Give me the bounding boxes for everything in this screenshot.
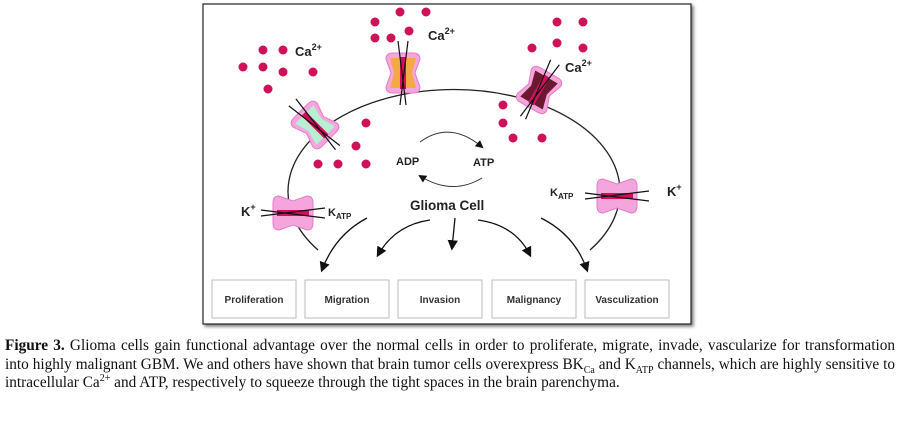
caption-text: channels, which are highly sensitive to … xyxy=(5,355,895,392)
potassium-label-right: K+ xyxy=(667,182,682,199)
bk-channel-dark xyxy=(513,59,565,120)
calcium-label-left: Ca2+ xyxy=(295,42,322,59)
caption-label: Figure 3. xyxy=(5,337,65,354)
calcium-label-right: Ca2+ xyxy=(565,58,592,75)
figure-frame xyxy=(202,3,692,325)
katp-label-right: KATP xyxy=(550,187,574,201)
svg-text:Proliferation: Proliferation xyxy=(225,295,284,306)
katp-channel-left xyxy=(260,195,326,231)
caption-subscript: Ca xyxy=(583,364,595,376)
outcome-proliferation: Proliferation xyxy=(211,279,297,319)
caption-text: Glioma cells gain functional advantage o… xyxy=(5,337,895,373)
svg-text:Malignancy: Malignancy xyxy=(507,295,562,306)
outcome-migration: Migration xyxy=(304,279,390,319)
caption-subscript: ATP xyxy=(635,364,654,376)
outcome-arrows xyxy=(319,217,590,273)
calcium-label-top: Ca2+ xyxy=(428,26,455,43)
svg-text:Invasion: Invasion xyxy=(420,295,461,306)
atp-to-adp-arrow xyxy=(418,174,483,187)
adp-label: ADP xyxy=(396,156,419,168)
katp-channel-right xyxy=(584,178,650,214)
outcome-vasculization: Vasculization xyxy=(584,279,670,319)
figure-caption: Figure 3. Glioma cells gain functional a… xyxy=(5,337,895,393)
outcome-malignancy: Malignancy xyxy=(491,279,577,319)
svg-text:Vasculization: Vasculization xyxy=(595,295,658,306)
svg-text:Migration: Migration xyxy=(325,295,370,306)
atp-label: ATP xyxy=(473,157,494,169)
katp-label-left: KATP xyxy=(328,207,352,221)
potassium-label-left: K+ xyxy=(241,202,256,219)
caption-text: and K xyxy=(594,355,636,373)
bk-channel-green xyxy=(288,98,342,152)
caption-superscript: 2+ xyxy=(99,372,111,384)
bk-channel-orange xyxy=(385,40,421,106)
calcium-ions xyxy=(238,7,588,169)
adp-to-atp-arrow xyxy=(419,131,484,149)
outcome-invasion: Invasion xyxy=(397,279,483,319)
glioma-cell-label: Glioma Cell xyxy=(410,198,484,213)
glioma-diagram: Ca2+ Ca2+ Ca2+ ADP ATP Glioma Cell K+ KA… xyxy=(202,3,692,325)
caption-text: and ATP, respectively to squeeze through… xyxy=(110,374,620,391)
